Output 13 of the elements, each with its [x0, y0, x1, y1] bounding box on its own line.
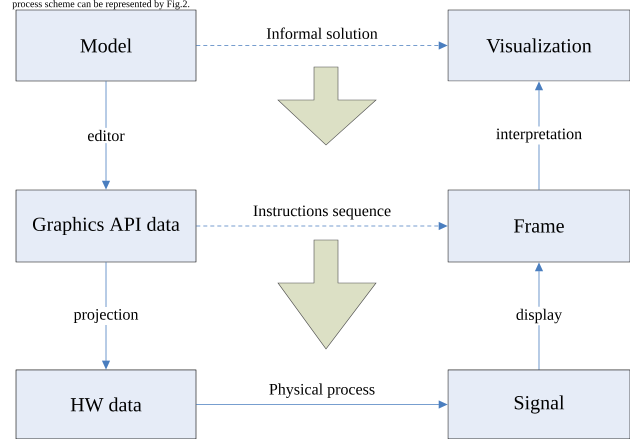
- edge-label: Instructions sequence: [254, 205, 391, 220]
- edge-label: Informal solution: [266, 28, 378, 39]
- process-box: Graphics API data: [16, 190, 196, 262]
- edge-label: projection: [74, 309, 138, 323]
- process-box: Frame: [448, 190, 630, 262]
- process-box: Signal: [448, 370, 630, 439]
- edge-label: editor: [88, 130, 125, 142]
- edge-label: display: [516, 308, 562, 324]
- process-box: Model: [16, 10, 196, 82]
- edge-label: Physical process: [269, 383, 375, 398]
- edge-label: interpretation: [496, 128, 582, 142]
- process-box: HW data: [16, 370, 196, 439]
- process-box: Visualization: [448, 10, 630, 82]
